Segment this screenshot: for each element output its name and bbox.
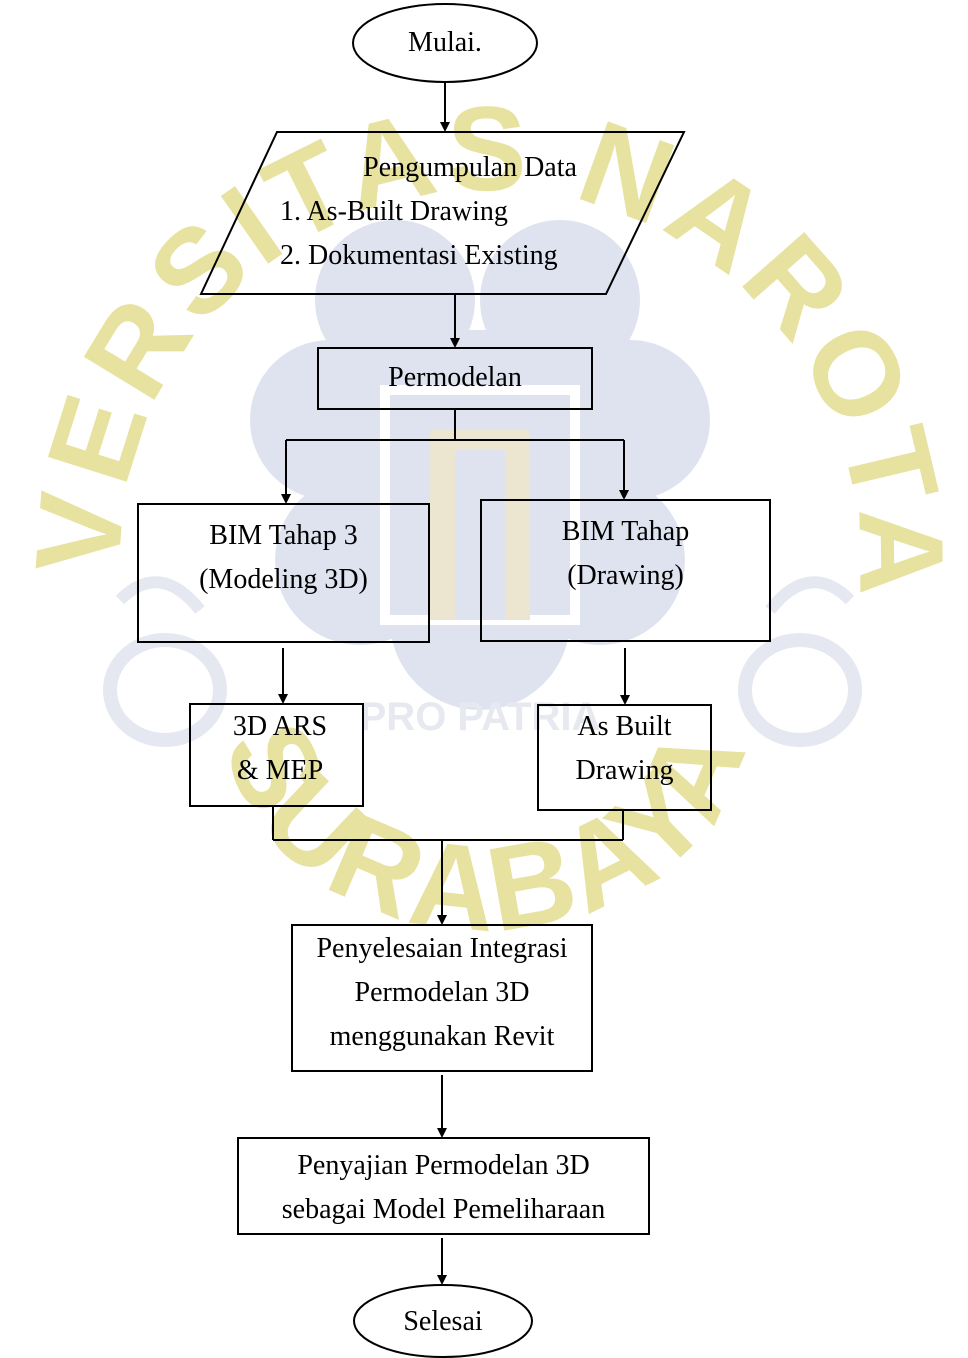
data-collection-input (199, 131, 686, 295)
integration-line3: menggunakan Revit (329, 1021, 555, 1052)
bim-stage-line1: BIM Tahap (561, 516, 690, 547)
bim-stage-line2: (Drawing) (567, 560, 684, 591)
watermark-motto: PRO PATRIA (360, 695, 601, 739)
integration-line1: Penyelesaian Integrasi (316, 933, 568, 964)
data-collection-title: Pengumpulan Data (363, 152, 577, 183)
presentation-line2: sebagai Model Pemeliharaan (281, 1194, 606, 1225)
as-built-process (537, 704, 712, 811)
bim-stage3-line2: (Modeling 3D) (199, 564, 368, 595)
bim-stage-process (480, 499, 771, 642)
data-collection-item-1: 1. As-Built Drawing (280, 196, 508, 227)
integration-line2: Permodelan 3D (354, 977, 530, 1008)
bim-stage3-process (137, 503, 430, 643)
ars-mep-process (189, 703, 364, 807)
as-built-text: As Built Drawing (538, 705, 711, 793)
as-built-line2: Drawing (575, 755, 674, 786)
bim-stage-text: BIM Tahap (Drawing) (481, 510, 770, 598)
presentation-line1: Penyajian Permodelan 3D (297, 1150, 590, 1181)
integration-text: Penyelesaian Integrasi Permodelan 3D men… (292, 927, 592, 1059)
presentation-text: Penyajian Permodelan 3D sebagai Model Pe… (238, 1144, 649, 1232)
ars-mep-line1: 3D ARS (232, 711, 328, 742)
modeling-label: Permodelan (388, 362, 522, 393)
data-collection-item-2: 2. Dokumentasi Existing (280, 240, 558, 271)
presentation-process (237, 1137, 650, 1235)
data-collection-text: Pengumpulan Data 1. As-Built Drawing 2. … (260, 146, 680, 278)
as-built-line1: As Built (577, 711, 672, 742)
bim-stage3-line1: BIM Tahap 3 (209, 520, 358, 551)
start-label: Mulai. (408, 27, 482, 58)
end-label: Selesai (403, 1306, 483, 1337)
ars-mep-line2: & MEP (236, 755, 324, 786)
ars-mep-text: 3D ARS & MEP (190, 705, 370, 793)
integration-process (291, 924, 593, 1072)
end-terminator (353, 1284, 533, 1358)
bim-stage3-text: BIM Tahap 3 (Modeling 3D) (138, 514, 429, 602)
